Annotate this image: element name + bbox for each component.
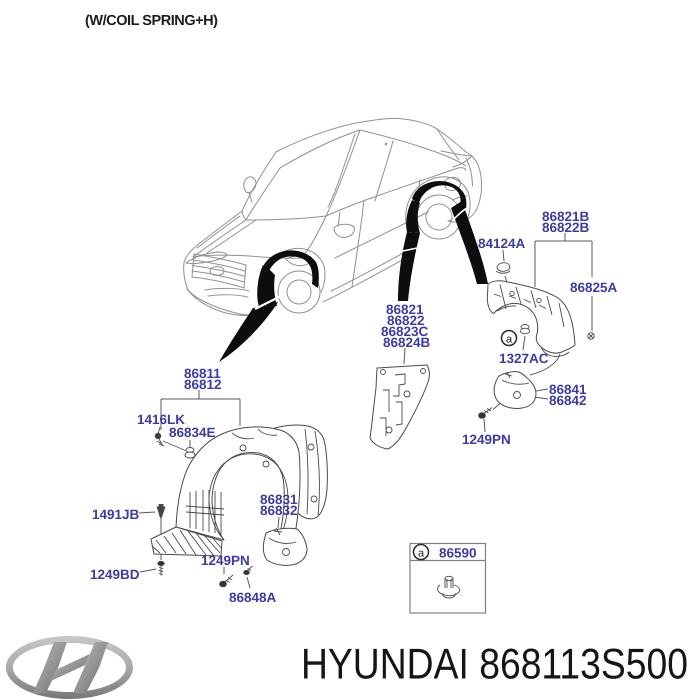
svg-text:86842: 86842 [549, 393, 587, 408]
svg-text:1491JB: 1491JB [92, 507, 140, 522]
svg-text:1416LK: 1416LK [137, 412, 185, 427]
svg-text:86832: 86832 [260, 503, 298, 518]
svg-text:1327AC: 1327AC [499, 351, 549, 366]
svg-text:86811: 86811 [184, 366, 221, 381]
svg-text:a: a [418, 548, 425, 560]
svg-text:86841: 86841 [549, 382, 587, 397]
svg-text:1249BD: 1249BD [90, 567, 140, 582]
svg-text:1249PN: 1249PN [462, 432, 511, 447]
svg-text:86834E: 86834E [169, 425, 216, 440]
svg-text:(W/COIL SPRING+H): (W/COIL SPRING+H) [85, 13, 218, 29]
svg-text:86821B: 86821B [542, 209, 590, 224]
svg-text:86825A: 86825A [570, 280, 618, 295]
svg-text:86822B: 86822B [542, 220, 590, 235]
svg-text:86822: 86822 [387, 313, 425, 328]
svg-text:a: a [506, 334, 513, 346]
svg-text:86821: 86821 [386, 302, 424, 317]
svg-text:86590: 86590 [439, 546, 477, 561]
svg-text:HYUNDAI 868113S500: HYUNDAI 868113S500 [301, 641, 688, 689]
svg-text:84124A: 84124A [478, 236, 526, 251]
svg-text:86831: 86831 [260, 492, 298, 507]
svg-text:1249PN: 1249PN [201, 553, 250, 568]
svg-text:86823C: 86823C [381, 324, 429, 339]
svg-text:86812: 86812 [184, 377, 222, 392]
svg-text:86824B: 86824B [383, 335, 431, 350]
svg-text:86848A: 86848A [229, 590, 277, 605]
